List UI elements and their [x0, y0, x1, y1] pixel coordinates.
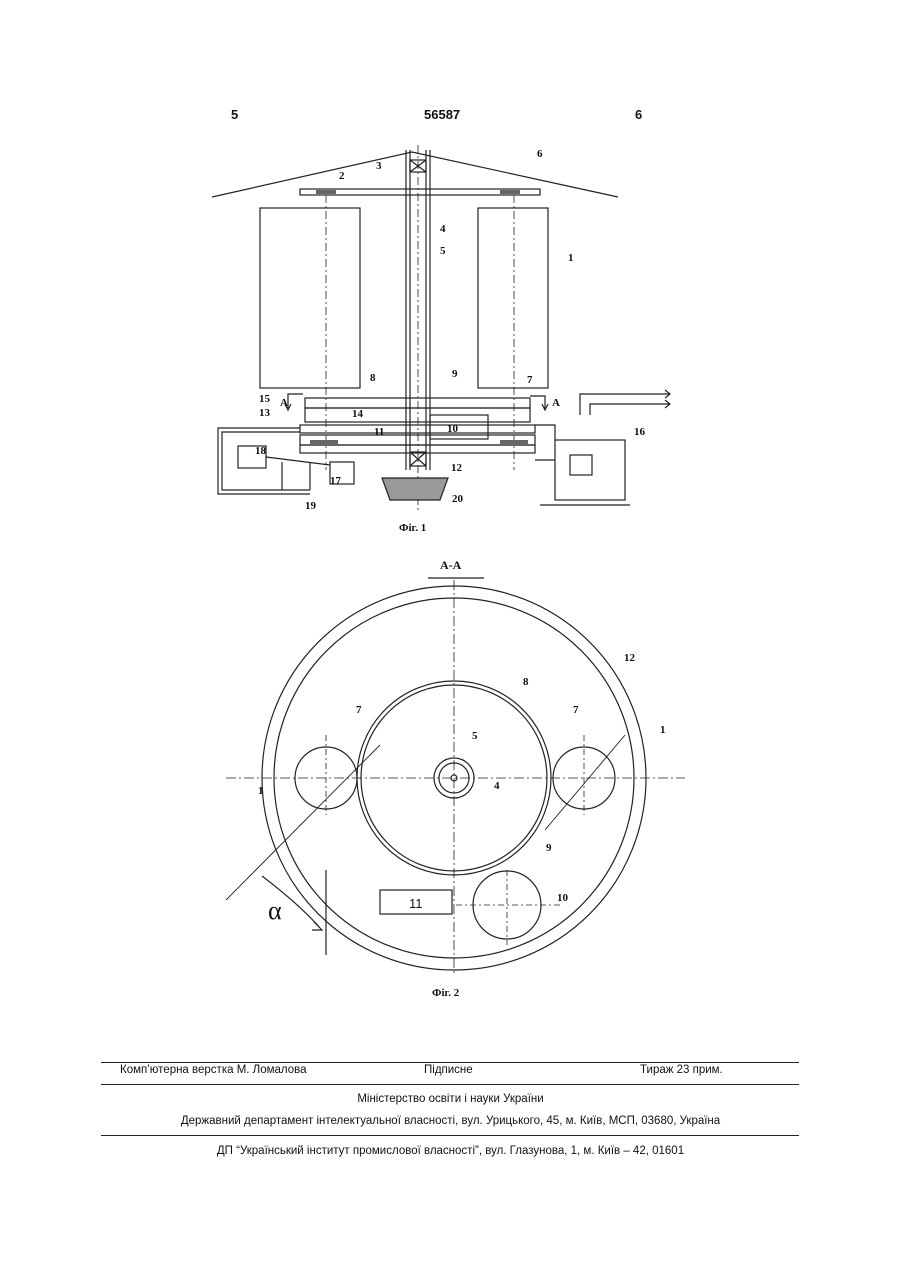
section-marker-right: А [552, 397, 560, 409]
fig1-label-7: 7 [527, 374, 533, 386]
fig1-label-11: 11 [374, 426, 384, 438]
department-address: Державний департамент інтелектуальної вл… [0, 1115, 901, 1127]
section-title: А-А [440, 558, 461, 573]
fig2-label-5: 5 [472, 730, 478, 742]
circulation: Тираж 23 прим. [640, 1064, 723, 1076]
fig2-label-7-right: 7 [573, 704, 579, 716]
fig1-label-2: 2 [339, 170, 345, 182]
layout-credit: Комп’ютерна верстка М. Ломалова [120, 1064, 307, 1076]
figure-1-labels: 1 2 3 4 5 6 7 8 9 10 11 12 13 14 15 16 1… [0, 0, 901, 560]
ministry: Міністерство освіти і науки України [0, 1093, 901, 1105]
fig1-label-12: 12 [451, 462, 462, 474]
footer-rule-2 [101, 1084, 799, 1085]
fig1-label-20: 20 [452, 493, 463, 505]
fig2-label-12: 12 [624, 652, 635, 664]
fig2-label-8: 8 [523, 676, 529, 688]
fig1-label-6: 6 [537, 148, 543, 160]
fig2-label-7-left: 7 [356, 704, 362, 716]
section-marker-left: А [280, 397, 288, 409]
fig1-label-13: 13 [259, 407, 270, 419]
angle-alpha-label: α [268, 896, 282, 926]
fig1-label-9: 9 [452, 368, 458, 380]
fig1-label-1: 1 [568, 252, 574, 264]
fig1-label-4: 4 [440, 223, 446, 235]
fig2-label-9: 9 [546, 842, 552, 854]
institute-address: ДП “Український інститут промислової вла… [0, 1145, 901, 1157]
fig1-label-14: 14 [352, 408, 363, 420]
figure-1-caption: Фіг. 1 [399, 522, 426, 534]
fig1-label-16: 16 [634, 426, 645, 438]
box-11-label: 11 [409, 896, 423, 911]
fig1-label-3: 3 [376, 160, 382, 172]
fig1-label-15: 15 [259, 393, 270, 405]
fig1-label-8: 8 [370, 372, 376, 384]
fig1-label-17: 17 [330, 475, 341, 487]
fig1-label-19: 19 [305, 500, 316, 512]
fig1-label-10: 10 [447, 423, 458, 435]
fig2-label-4: 4 [494, 780, 500, 792]
footer-rule-3 [101, 1135, 799, 1136]
signed-label: Підписне [424, 1064, 473, 1076]
figure-2-labels: А-А 1 1 4 5 7 7 8 9 10 12 11 α Фіг. 2 [0, 560, 901, 1020]
fig1-label-5: 5 [440, 245, 446, 257]
fig2-label-1-right: 1 [660, 724, 666, 736]
fig1-label-18: 18 [255, 445, 266, 457]
figure-2-caption: Фіг. 2 [432, 987, 459, 999]
footer-rule-1 [101, 1062, 799, 1063]
fig2-label-10: 10 [557, 892, 568, 904]
fig2-label-1-left: 1 [258, 785, 264, 797]
